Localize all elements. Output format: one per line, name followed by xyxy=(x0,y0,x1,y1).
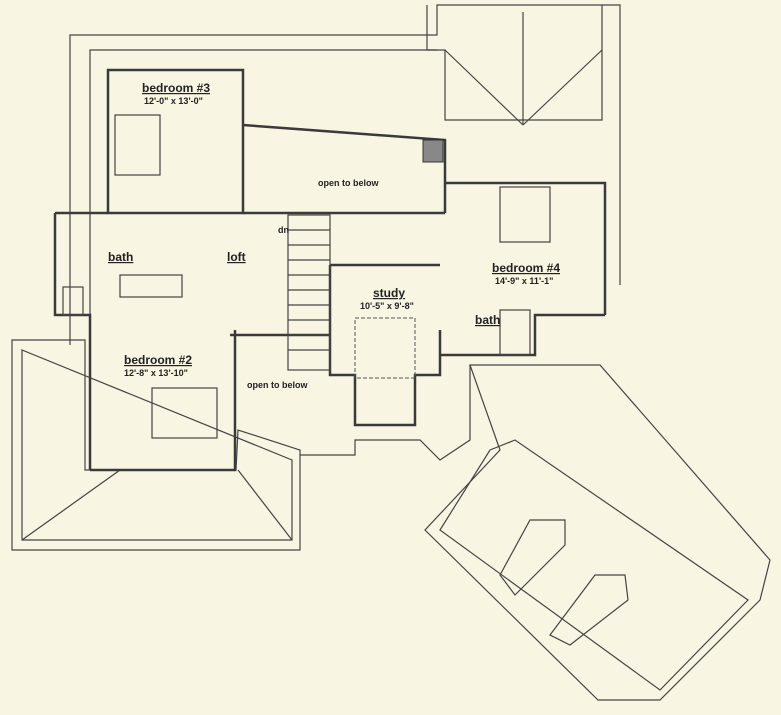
open-to-below-lower: open to below xyxy=(247,380,308,390)
room-label-bedroom-4: bedroom #4 xyxy=(492,261,560,275)
room-size-bedroom-3: 12'-0" x 13'-0" xyxy=(144,96,203,106)
room-label-bedroom-2: bedroom #2 xyxy=(124,353,192,367)
stair-down-label: dn xyxy=(278,225,289,235)
room-label-bedroom-3: bedroom #3 xyxy=(142,81,210,95)
open-to-below-upper: open to below xyxy=(318,178,379,188)
room-size-bedroom-4: 14'-9" x 11'-1" xyxy=(495,276,553,286)
roof-lines xyxy=(11,4,771,701)
room-label-study: study xyxy=(373,286,405,300)
room-label-loft: loft xyxy=(227,250,246,264)
room-label-bath-right: bath xyxy=(475,313,500,327)
walls xyxy=(53,68,607,472)
room-label-bath-left: bath xyxy=(108,250,133,264)
staircase[interactable]: dn xyxy=(278,225,330,351)
room-size-study: 10'-5" x 9'-8" xyxy=(360,301,414,311)
room-size-bedroom-2: 12'-8" x 13'-10" xyxy=(124,368,188,378)
